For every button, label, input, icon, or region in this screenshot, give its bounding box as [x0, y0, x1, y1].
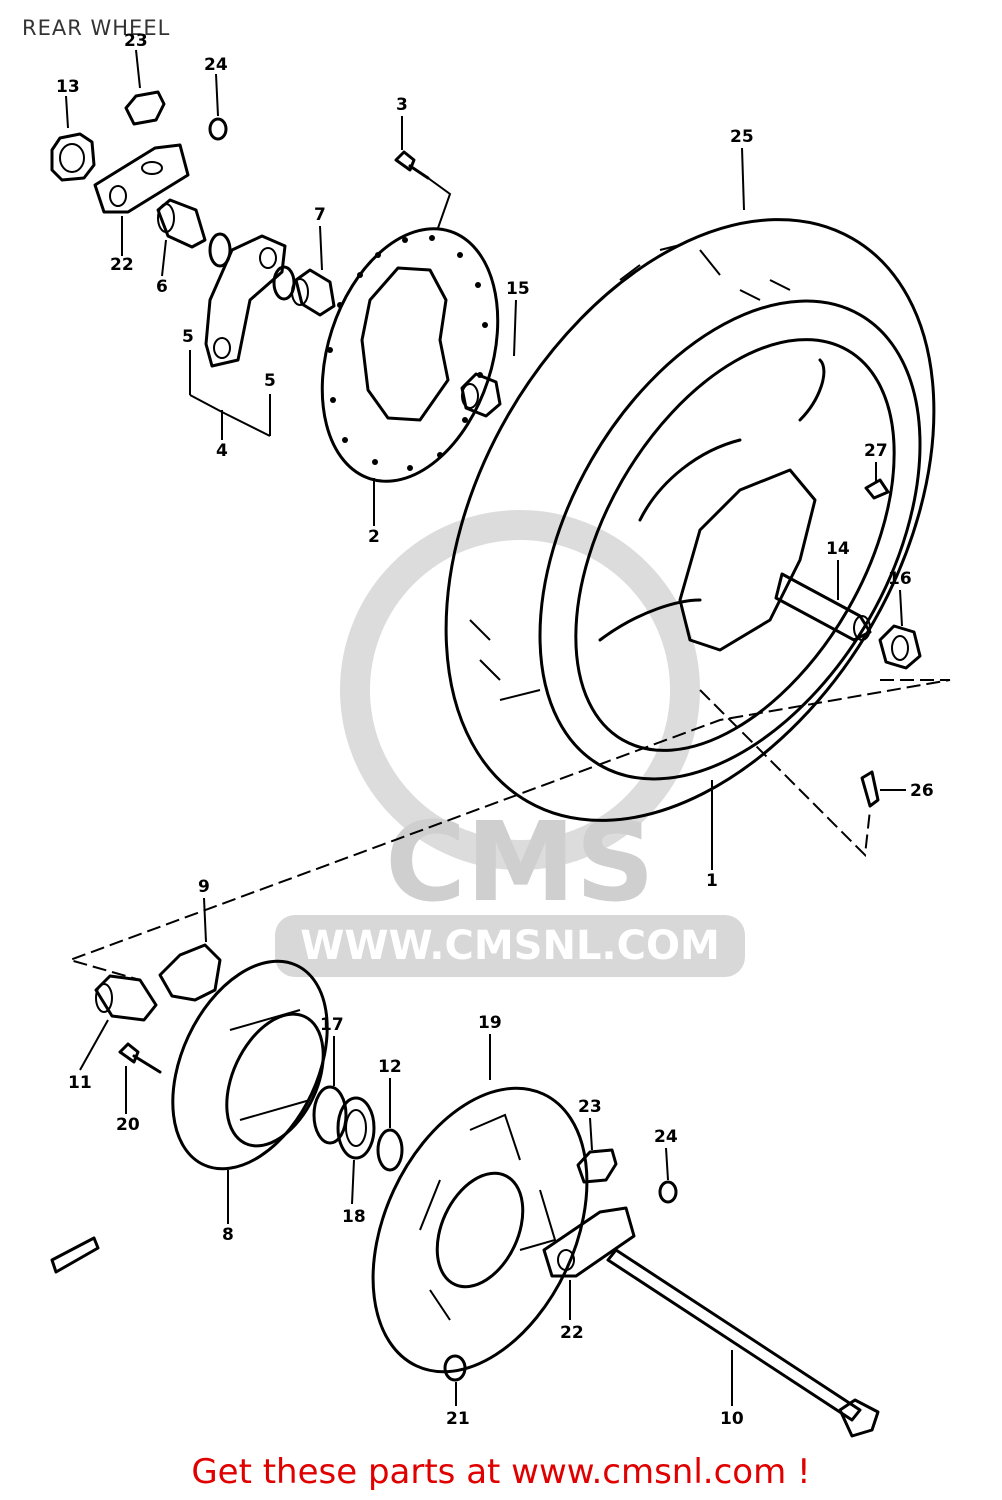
callout-27: 27	[864, 441, 888, 461]
part-axle-spacer-14[interactable]	[774, 572, 872, 642]
part-valve-26[interactable]	[860, 770, 880, 808]
callout-20: 20	[116, 1115, 140, 1135]
callout-18: 18	[342, 1207, 366, 1227]
callout-24-upper: 24	[204, 55, 228, 75]
part-spacer-6[interactable]	[156, 198, 207, 249]
part-seal-5-left[interactable]	[208, 232, 232, 268]
diagram-title: REAR WHEEL	[22, 16, 171, 40]
part-bolt-20[interactable]	[118, 1042, 162, 1074]
part-collar-11[interactable]	[94, 974, 158, 1022]
part-sprocket-hub-8[interactable]	[142, 937, 358, 1194]
callout-26: 26	[910, 781, 934, 801]
watermark: CMS WWW.CMSNL.COM	[275, 510, 745, 977]
callouts: 13 23 24 22 6 5 5 4 7 3 2 15 2	[56, 31, 934, 1429]
part-nut-21[interactable]	[443, 1354, 467, 1382]
callout-22-lower: 22	[560, 1323, 584, 1343]
part-axle-10[interactable]	[606, 1248, 880, 1438]
callout-12: 12	[378, 1057, 402, 1077]
part-bearing-15[interactable]	[460, 372, 502, 418]
axis-centerline	[66, 679, 951, 981]
callout-14: 14	[826, 539, 850, 559]
front-arrow-icon	[50, 1236, 100, 1274]
callout-19: 19	[478, 1013, 502, 1033]
callout-24-lower: 24	[654, 1127, 678, 1147]
callout-10: 10	[720, 1409, 744, 1429]
callout-22-upper: 22	[110, 255, 134, 275]
watermark-url-bar	[275, 915, 745, 977]
part-adjuster-22-lower[interactable]	[542, 1206, 636, 1278]
watermark-url: WWW.CMSNL.COM	[300, 923, 720, 969]
callout-11: 11	[68, 1073, 92, 1093]
part-bearing-18[interactable]	[336, 1096, 376, 1160]
part-seal-5-right[interactable]	[272, 265, 296, 301]
watermark-logo-ring	[340, 510, 700, 870]
callout-7: 7	[314, 205, 326, 225]
watermark-brand: CMS	[385, 798, 654, 926]
callout-2: 2	[368, 527, 380, 547]
callout-23-lower: 23	[578, 1097, 602, 1117]
part-caliper-bracket-4[interactable]	[204, 234, 287, 368]
callout-5-right: 5	[264, 371, 276, 391]
part-damper-9[interactable]	[158, 943, 222, 1002]
callout-23-upper: 23	[124, 31, 148, 51]
part-bearing-17[interactable]	[312, 1085, 348, 1145]
callout-21: 21	[446, 1409, 470, 1429]
callout-3: 3	[396, 95, 408, 115]
callout-5-left: 5	[182, 327, 194, 347]
get-parts-link[interactable]: Get these parts at www.cmsnl.com !	[191, 1452, 811, 1492]
callout-9: 9	[198, 877, 210, 897]
callout-1: 1	[706, 871, 718, 891]
part-washer-24-upper[interactable]	[208, 117, 228, 141]
callout-16: 16	[888, 569, 912, 589]
callout-25: 25	[730, 127, 754, 147]
part-bolt-23-upper[interactable]	[124, 90, 166, 126]
callout-13: 13	[56, 77, 80, 97]
part-brake-disc-2[interactable]	[292, 206, 528, 504]
callout-6: 6	[156, 277, 168, 297]
part-bolt-23-lower[interactable]	[576, 1148, 618, 1184]
part-bolt-3[interactable]	[394, 150, 430, 180]
part-washer-24-lower[interactable]	[658, 1180, 678, 1204]
exploded-view-diagram: CMS WWW.CMSNL.COM	[50, 31, 1002, 1438]
callout-8: 8	[222, 1225, 234, 1245]
part-balance-weight-27[interactable]	[864, 478, 890, 500]
part-adjuster-22-upper[interactable]	[93, 143, 190, 214]
callout-15: 15	[506, 279, 530, 299]
part-tire-25[interactable]	[346, 134, 1002, 907]
part-spacer-12[interactable]	[376, 1128, 404, 1172]
part-bearing-16[interactable]	[878, 624, 922, 670]
part-bushing-7[interactable]	[291, 268, 336, 317]
callout-4: 4	[216, 441, 228, 461]
part-nut-13[interactable]	[50, 132, 96, 182]
callout-17: 17	[320, 1015, 344, 1035]
